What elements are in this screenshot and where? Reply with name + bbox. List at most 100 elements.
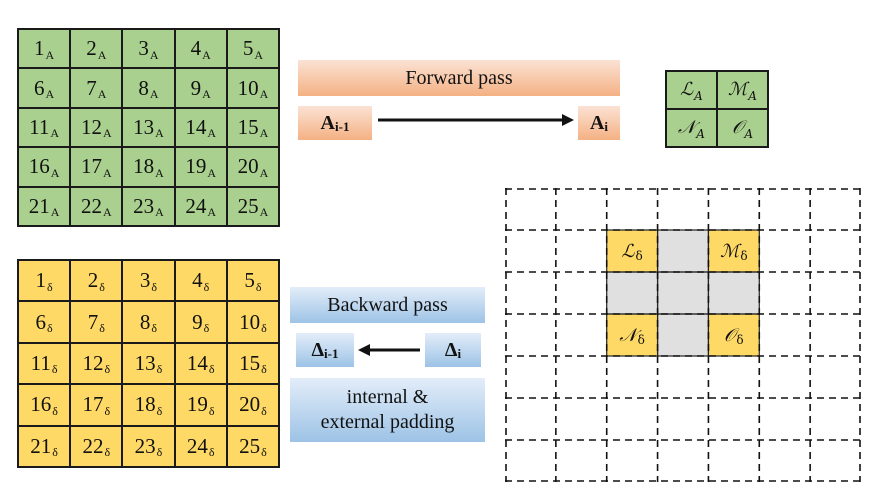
grid-a-cell-label: 14 (185, 114, 207, 139)
kernel-delta-label: 𝒩 (619, 324, 637, 346)
forward-input-main: A (320, 111, 335, 134)
grid-a-cell-label: 21 (28, 193, 50, 218)
grid-a-cell-subscript: A (97, 47, 107, 62)
grid-a-cell-label: 17 (80, 154, 102, 179)
grid-a-cell-label: 2 (86, 36, 97, 61)
grid-delta-cell-subscript: δ (151, 321, 158, 336)
grid-a-cell-label: 13 (133, 114, 155, 139)
kernel-delta-cell-bg (606, 314, 658, 356)
kernel-a-cell-subscript: A (748, 89, 757, 103)
grid-delta-cell-label: 22 (82, 433, 104, 458)
kernel-a-cell-label: ℳ (728, 79, 748, 100)
grid-a-cell-subscript: A (50, 126, 60, 141)
padding-line-2: external padding (320, 411, 455, 433)
grid-a-cell-label: 6 (34, 75, 45, 100)
forward-output-sub: i (604, 119, 609, 134)
grid-a-cell-subscript: A (102, 205, 112, 220)
grid-delta-cell-subscript: δ (156, 445, 163, 460)
padding-zero-cell (708, 272, 760, 314)
grid-a-cell-label: 19 (185, 154, 207, 179)
grid-a-cell-subscript: A (259, 205, 269, 220)
grid-a-cell-subscript: A (45, 87, 55, 102)
grid-delta-cell-subscript: δ (208, 403, 215, 418)
kernel-delta-subscript: δ (635, 249, 643, 263)
grid-delta-cell-subscript: δ (255, 279, 262, 294)
grid-a-cell-subscript: A (254, 47, 263, 62)
grid-a-cell-label: 1 (34, 36, 45, 61)
kernel-a-cell-subscript: A (744, 127, 753, 141)
forward-pass-banner: Forward pass (298, 60, 620, 96)
grid-delta-cell-label: 15 (239, 350, 261, 375)
kernel-delta-label: ℒ (621, 240, 635, 262)
grid-delta-cell-label: 16 (30, 392, 52, 417)
grid-delta-cell-subscript: δ (104, 403, 111, 418)
kernel-a-cell-label: 𝒩 (678, 117, 696, 138)
backward-output-main: Δ (311, 338, 325, 361)
grid-delta-cell-subscript: δ (208, 362, 215, 377)
grid-delta-cell-label: 7 (87, 309, 99, 334)
kernel-a-cell-label: ℒ (680, 79, 694, 100)
kernel-a-cell-label: 𝒪 (731, 117, 744, 138)
grid-delta-cell-label: 6 (35, 309, 47, 334)
forward-input-sub: i-1 (335, 119, 350, 134)
kernel-delta-subscript: δ (736, 333, 744, 347)
padding-zero-cell (657, 272, 709, 314)
grid-delta-cell-label: 8 (139, 309, 151, 334)
grid-a-cell-label: 3 (138, 36, 149, 61)
grid-a-cell-label: 9 (190, 75, 202, 100)
grid-delta-cell-label: 2 (87, 268, 99, 293)
grid-delta-cell-subscript: δ (151, 279, 158, 294)
backward-pass-banner: Backward pass (290, 287, 485, 323)
grid-a-cell-label: 10 (237, 75, 259, 100)
kernel-delta-subscript: δ (740, 249, 748, 263)
grid-delta-cell-label: 4 (192, 268, 203, 293)
backward-input-sub: i (457, 346, 462, 361)
grid-a-cell-label: 24 (185, 193, 207, 218)
grid-delta-cell-label: 23 (134, 433, 156, 458)
grid-delta-cell-label: 5 (244, 268, 255, 293)
grid-a-cell-label: 7 (86, 75, 97, 100)
grid-a-cell-label: 11 (29, 114, 50, 139)
grid-a-cell-subscript: A (155, 165, 164, 180)
grid-delta-cell-subscript: δ (261, 403, 267, 418)
grid-delta-cell-label: 20 (239, 392, 261, 417)
grid-a-cell-subscript: A (155, 126, 164, 141)
grid-delta-cell-subscript: δ (47, 279, 53, 294)
backward-input-main: Δ (444, 338, 458, 361)
grid-delta-cell-label: 3 (139, 268, 151, 293)
forward-pass-label: Forward pass (405, 66, 513, 89)
grid-a-cell-subscript: A (149, 47, 159, 62)
grid-a-cell-label: 5 (242, 36, 254, 61)
grid-delta-cell-subscript: δ (52, 403, 58, 418)
kernel-delta-label: ℳ (720, 240, 740, 262)
grid-delta-cell-subscript: δ (104, 445, 111, 460)
